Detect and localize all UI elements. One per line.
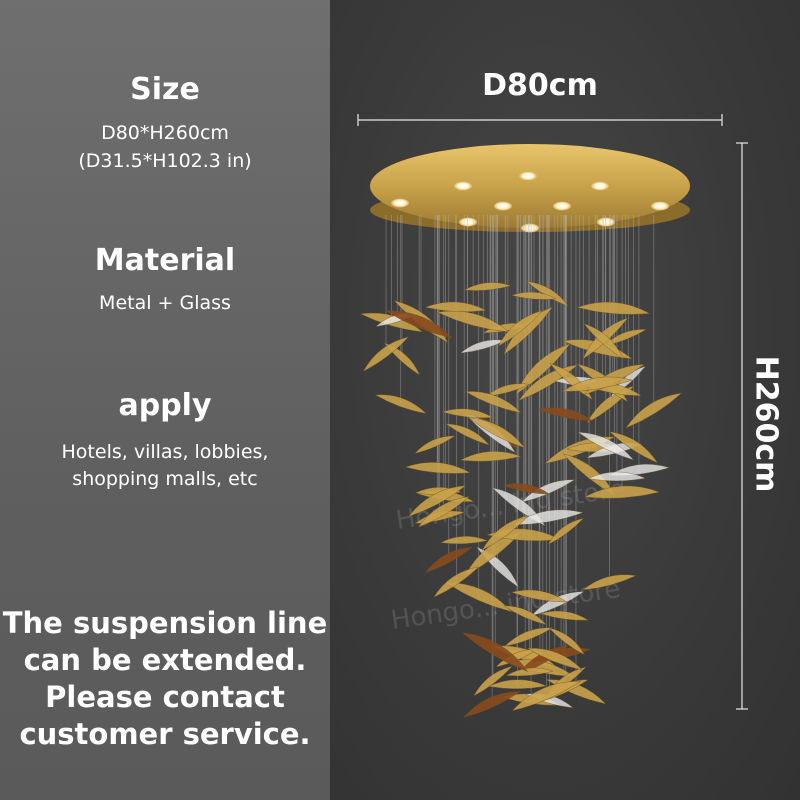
feather: [504, 627, 554, 647]
feather: [408, 485, 467, 517]
feather: [539, 610, 589, 621]
feather: [625, 392, 683, 429]
light-spot: [651, 201, 669, 211]
feather: [603, 329, 647, 346]
feather: [530, 591, 585, 617]
feather: [404, 462, 471, 474]
feather: [548, 627, 585, 656]
feather: [424, 546, 473, 574]
feather: [608, 431, 659, 464]
notice-line-1: The suspension line: [2, 606, 328, 640]
notice-line-4: customer service.: [19, 717, 311, 751]
feather: [445, 423, 490, 446]
size-value: D80*H260cm: [101, 122, 229, 144]
feather: [464, 391, 522, 414]
light-spot: [591, 181, 609, 191]
feather: [577, 431, 635, 461]
feather: [515, 343, 571, 396]
feather: [502, 483, 550, 495]
feather: [526, 648, 583, 671]
feather: [561, 376, 633, 392]
apply-line-2: shopping malls, etc: [72, 468, 258, 490]
feather: [417, 496, 470, 528]
feather: [584, 485, 661, 499]
feather: [511, 681, 582, 712]
light-spot: [391, 198, 409, 208]
light-spots: [391, 171, 669, 233]
feather: [511, 291, 557, 300]
glass-feathers: [359, 281, 683, 718]
feather: [497, 310, 543, 347]
feather: [385, 310, 453, 339]
feather: [433, 566, 480, 598]
feather: [362, 336, 410, 372]
feather: [587, 471, 647, 482]
feather: [374, 394, 427, 414]
light-spot: [521, 223, 539, 233]
light-spot: [454, 181, 472, 191]
ceiling-plate: [370, 144, 690, 232]
notice-line-3: Please contact: [45, 680, 285, 714]
feather: [502, 605, 547, 626]
feather: [461, 632, 529, 673]
feather: [445, 582, 512, 612]
feather: [561, 339, 633, 360]
feather: [582, 574, 637, 591]
feather: [463, 282, 512, 291]
feather: [547, 517, 585, 545]
suspension-wires: [385, 215, 655, 705]
diameter-dimension-line: [357, 114, 723, 126]
light-spot: [519, 171, 537, 181]
feather: [463, 691, 521, 718]
material-heading: Material: [94, 243, 236, 278]
feather: [485, 383, 531, 397]
diameter-label: D80cm: [482, 68, 598, 103]
feather: [525, 281, 569, 307]
height-dimension-line: [736, 142, 748, 710]
feather: [481, 515, 530, 551]
feather: [549, 362, 593, 401]
specs-panel: [0, 0, 330, 800]
feather: [583, 323, 624, 360]
apply-heading: apply: [118, 388, 212, 423]
feather: [576, 301, 651, 315]
feather: [513, 509, 584, 525]
feather: [491, 487, 546, 527]
feather: [487, 679, 548, 689]
light-spot: [553, 201, 571, 211]
size-value-inches: (D31.5*H102.3 in): [78, 150, 252, 172]
feather: [510, 589, 568, 603]
apply-line-1: Hotels, villas, lobbies,: [61, 441, 269, 463]
light-spot: [494, 201, 512, 211]
notice-line-2: can be extended.: [23, 643, 307, 677]
feather: [440, 536, 489, 545]
feather: [473, 665, 513, 697]
size-heading: Size: [130, 72, 200, 107]
material-value: Metal + Glass: [99, 292, 231, 314]
light-spot: [459, 217, 477, 227]
feather: [424, 301, 487, 312]
feather: [459, 451, 522, 462]
feather: [414, 435, 456, 454]
feather: [467, 417, 526, 449]
feather: [505, 667, 554, 677]
feather: [441, 408, 494, 419]
feather: [537, 407, 594, 422]
